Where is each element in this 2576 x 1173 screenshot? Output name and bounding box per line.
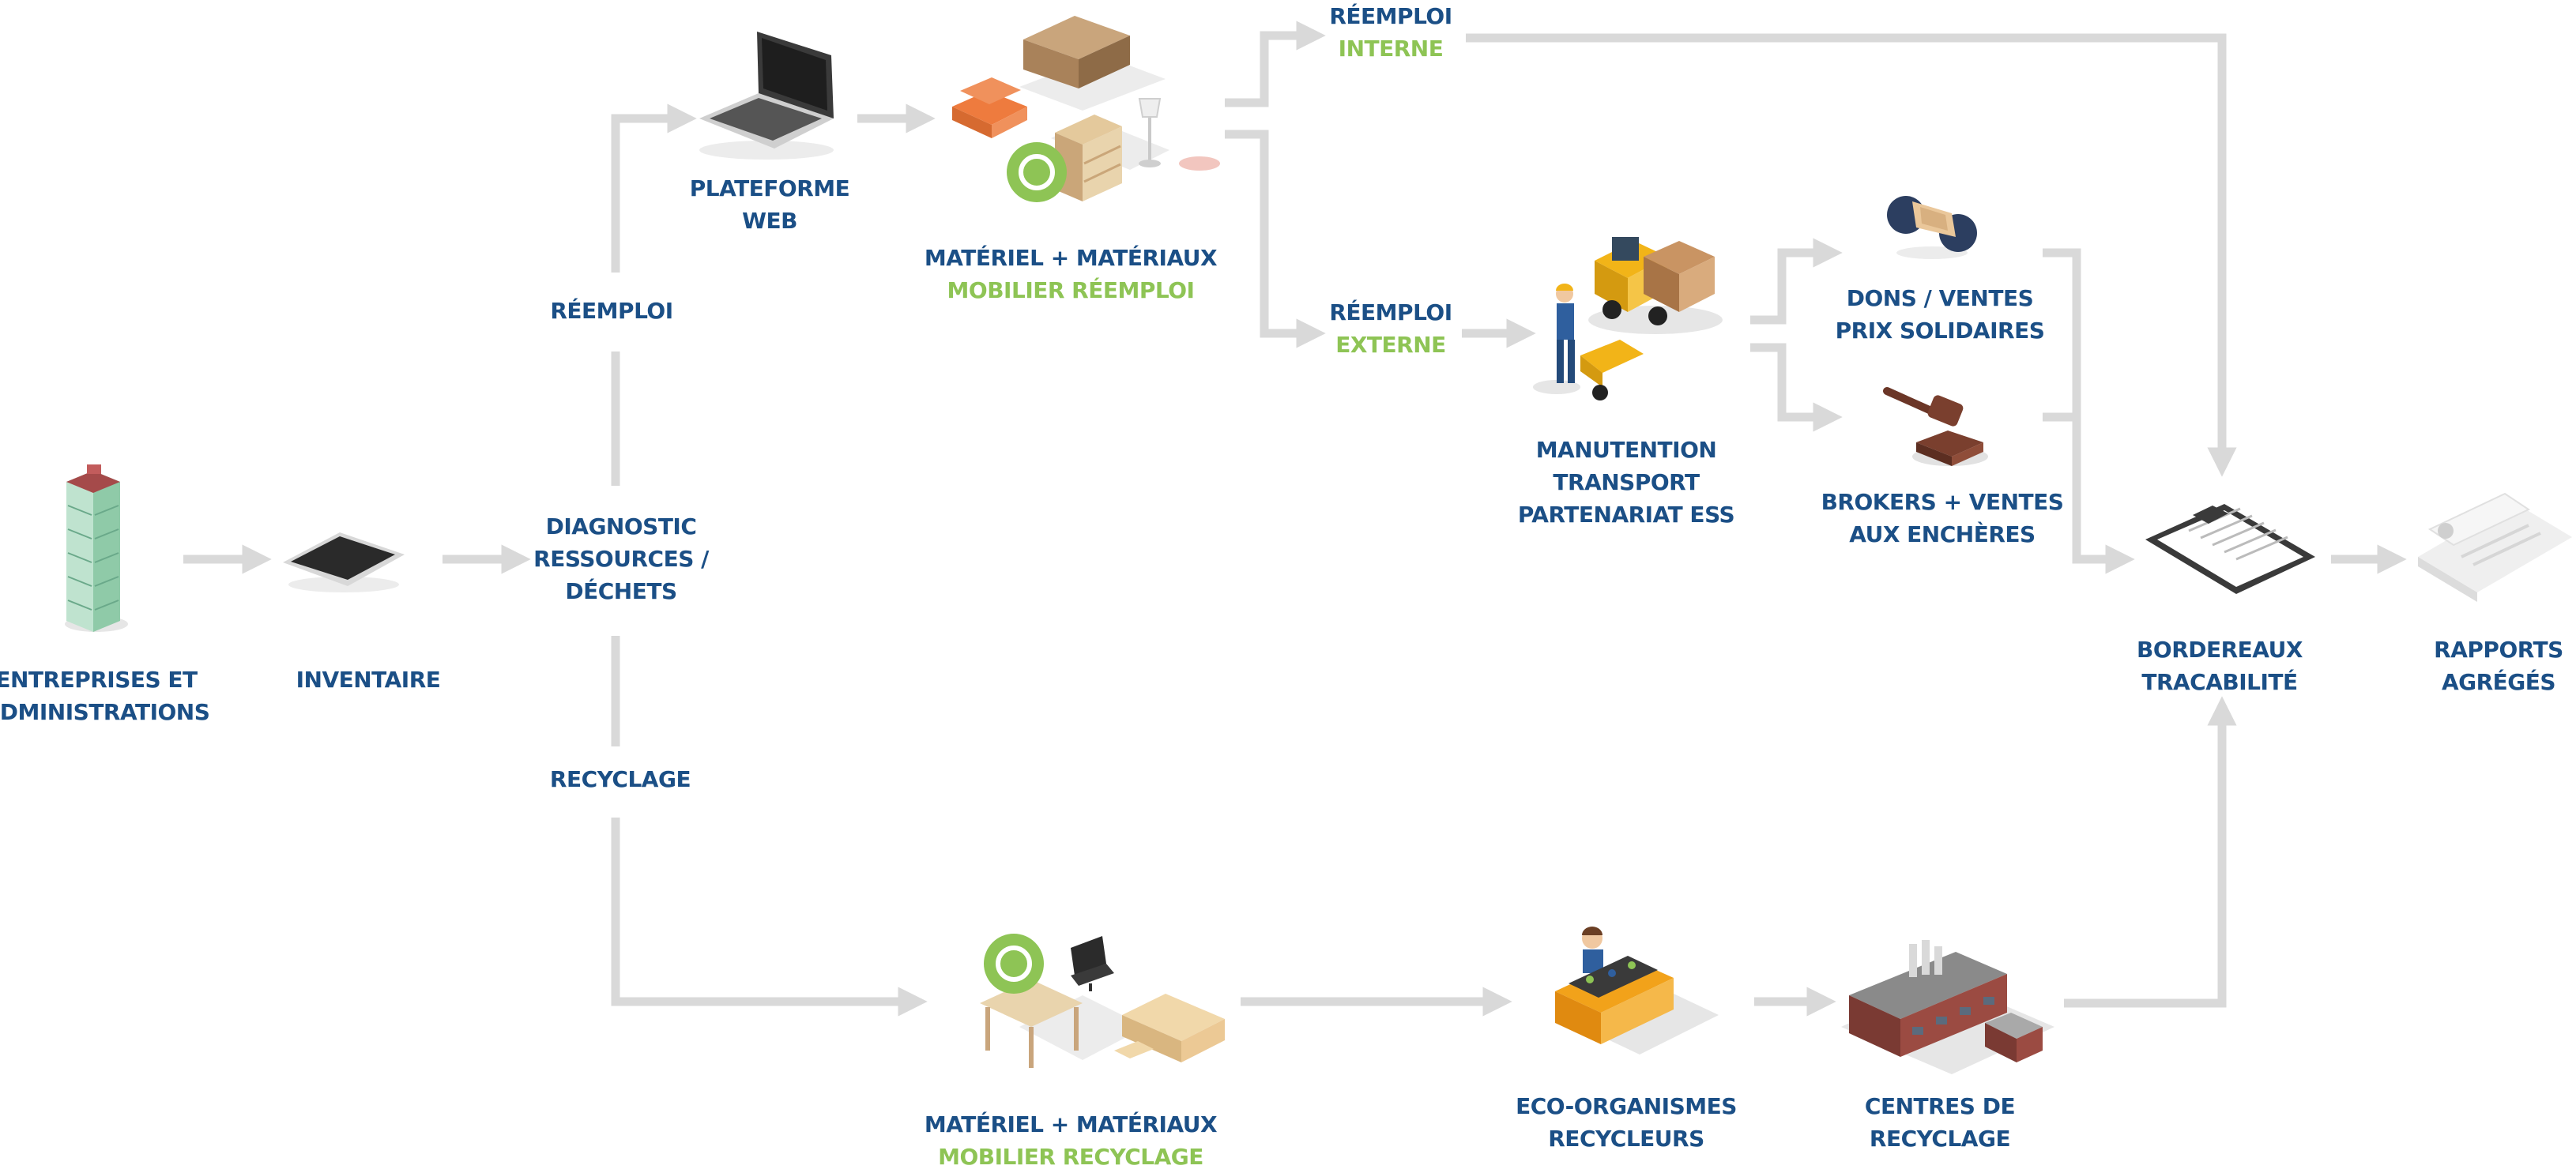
label-manutention: MANUTENTION TRANSPORT PARTENARIAT ESS — [1517, 434, 1735, 531]
label-diagnostic-line2: RESSOURCES / — [533, 546, 709, 572]
bricks — [952, 77, 1027, 138]
label-dons-line2: PRIX SOLIDAIRES — [1835, 318, 2045, 344]
label-reemploi-interne-line2: INTERNE — [1338, 36, 1444, 62]
label-brokers-line2: AUX ENCHÈRES — [1849, 521, 2036, 547]
label-branch-reemploi: RÉEMPLOI — [550, 295, 673, 327]
label-brokers: BROKERS + VENTES AUX ENCHÈRES — [1821, 486, 2064, 551]
label-centres-line1: CENTRES DE — [1864, 1093, 2016, 1119]
sorting-worker-icon — [1555, 927, 1719, 1055]
furniture-recycle-icon — [980, 934, 1225, 1068]
label-plateforme-line1: PLATEFORME — [689, 175, 850, 201]
label-plateforme-line2: WEB — [742, 208, 797, 234]
label-dons: DONS / VENTES PRIX SOLIDAIRES — [1836, 282, 2045, 347]
label-diagnostic-line3: DÉCHETS — [565, 578, 677, 604]
label-reemploi-externe-line1: RÉEMPLOI — [1329, 299, 1452, 325]
label-entreprises-line2: ADMINISTRATIONS — [0, 699, 210, 725]
laptop-icon — [699, 32, 834, 160]
label-branch-recyclage-text: RECYCLAGE — [549, 766, 691, 792]
arrow-materiel-externe — [1225, 130, 1326, 348]
label-materiel-reemploi: MATÉRIEL + MATÉRIAUX MOBILIER RÉEMPLOI — [924, 242, 1218, 306]
label-bordereaux-line1: BORDEREAUX — [2137, 637, 2303, 663]
label-manutention-line2: TRANSPORT — [1553, 469, 1700, 495]
arrow-centres-bordereaux — [2064, 696, 2237, 1008]
furniture-reuse-icon — [952, 16, 1220, 202]
handshake-icon — [1887, 196, 1977, 259]
arrow-diagnostic-plateforme — [611, 103, 697, 273]
label-centres-line2: RECYCLAGE — [1869, 1126, 2011, 1152]
clipboard-icon — [2145, 504, 2315, 594]
arrow-materiel-interne — [1225, 21, 1326, 107]
label-eco-organismes: ECO-ORGANISMES RECYCLEURS — [1516, 1090, 1737, 1155]
label-brokers-line1: BROKERS + VENTES — [1821, 489, 2064, 515]
label-materiel-recyclage-line1: MATÉRIEL + MATÉRIAUX — [924, 1111, 1218, 1137]
label-materiel-reemploi-line2: MOBILIER RÉEMPLOI — [947, 277, 1195, 303]
label-materiel-recyclage-line2: MOBILIER RECYCLAGE — [938, 1144, 1203, 1170]
label-manutention-line3: PARTENARIAT ESS — [1517, 502, 1735, 528]
label-bordereaux: BORDEREAUX TRACABILITÉ — [2137, 633, 2303, 698]
arrow-brokers-bordereaux — [2043, 412, 2135, 574]
label-branch-reemploi-text: RÉEMPLOI — [550, 298, 673, 324]
tablet-icon — [283, 532, 405, 592]
label-reemploi-interne-line1: RÉEMPLOI — [1329, 3, 1452, 29]
label-inventaire-line1: INVENTAIRE — [296, 667, 441, 693]
office-tower-icon — [65, 464, 128, 632]
forklift-worker-icon — [1533, 237, 1723, 400]
label-plateforme: PLATEFORME WEB — [690, 172, 850, 237]
arrow-recyclage-materiel — [611, 818, 928, 1017]
arrow-manutention-dons — [1750, 238, 1843, 325]
factory-icon — [1841, 940, 2054, 1074]
arrow-interne-bordereaux — [1466, 33, 2237, 477]
label-materiel-reemploi-line1: MATÉRIEL + MATÉRIAUX — [924, 245, 1218, 271]
label-centres: CENTRES DE RECYCLAGE — [1864, 1090, 2016, 1155]
label-diagnostic-line1: DIAGNOSTIC — [545, 513, 697, 540]
label-bordereaux-line2: TRACABILITÉ — [2141, 669, 2298, 695]
label-entreprises-line1: ENTREPRISES ET — [0, 667, 198, 693]
label-entreprises: ENTREPRISES ET ADMINISTRATIONS — [0, 664, 210, 728]
label-materiel-recyclage: MATÉRIEL + MATÉRIAUX MOBILIER RECYCLAGE — [924, 1108, 1218, 1173]
connectors — [183, 21, 2407, 1017]
label-diagnostic: DIAGNOSTIC RESSOURCES / DÉCHETS — [533, 510, 709, 607]
label-branch-recyclage: RECYCLAGE — [550, 763, 691, 795]
label-rapports-line1: RAPPORTS — [2434, 637, 2563, 663]
label-rapports-line2: AGRÉGÉS — [2441, 669, 2556, 695]
label-dons-line1: DONS / VENTES — [1846, 285, 2034, 311]
label-reemploi-externe: RÉEMPLOI EXTERNE — [1329, 296, 1452, 361]
label-reemploi-interne: RÉEMPLOI INTERNE — [1329, 0, 1452, 65]
label-manutention-line1: MANUTENTION — [1535, 437, 1717, 463]
label-reemploi-externe-line2: EXTERNE — [1335, 332, 1446, 358]
report-document-icon — [2418, 492, 2572, 602]
label-inventaire: INVENTAIRE — [296, 664, 441, 696]
label-eco-organismes-line2: RECYCLEURS — [1548, 1126, 1704, 1152]
label-eco-organismes-line1: ECO-ORGANISMES — [1516, 1093, 1737, 1119]
arrow-manutention-brokers — [1750, 343, 1843, 432]
label-rapports: RAPPORTS AGRÉGÉS — [2434, 633, 2563, 698]
gavel-icon — [1883, 387, 1988, 466]
